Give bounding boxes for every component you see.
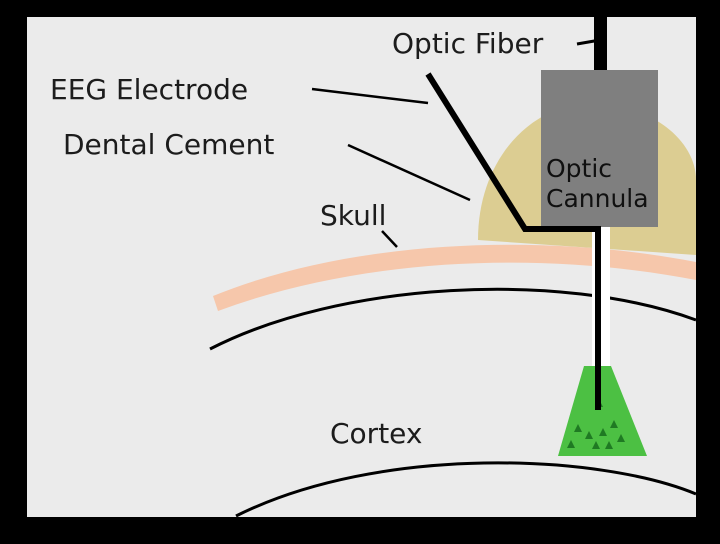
cortex-label: Cortex (330, 417, 423, 450)
light-cone (558, 366, 647, 456)
particle (574, 424, 582, 432)
particle (610, 420, 618, 428)
eeg-electrode-leader (311, 87, 429, 105)
particle (592, 441, 600, 449)
eeg-electrode-wire (425, 72, 601, 410)
optic-cannula-label-line2: Cannula (546, 184, 649, 213)
optic-fiber-pointer (576, 38, 601, 46)
particle (567, 440, 575, 448)
optic-cannula-label: Optic Cannula (546, 154, 649, 214)
eeg-electrode-label: EEG Electrode (50, 73, 249, 106)
optic-cannula-body (541, 70, 658, 227)
particle (599, 428, 607, 436)
cortex-surface-line (209, 287, 697, 351)
skull-label: Skull (320, 199, 387, 232)
optic-fiber (594, 17, 607, 70)
skull-band (213, 244, 696, 311)
dental-cement-label: Dental Cement (63, 128, 275, 161)
optic-cannula-label-line1: Optic (546, 154, 613, 183)
cortex-inner-line (235, 461, 697, 518)
optic-fiber-label: Optic Fiber (392, 27, 544, 60)
particle (585, 431, 593, 439)
skull-leader (381, 230, 398, 248)
dental-cement-leader (347, 143, 471, 202)
particle (617, 434, 625, 442)
particle (605, 441, 613, 449)
